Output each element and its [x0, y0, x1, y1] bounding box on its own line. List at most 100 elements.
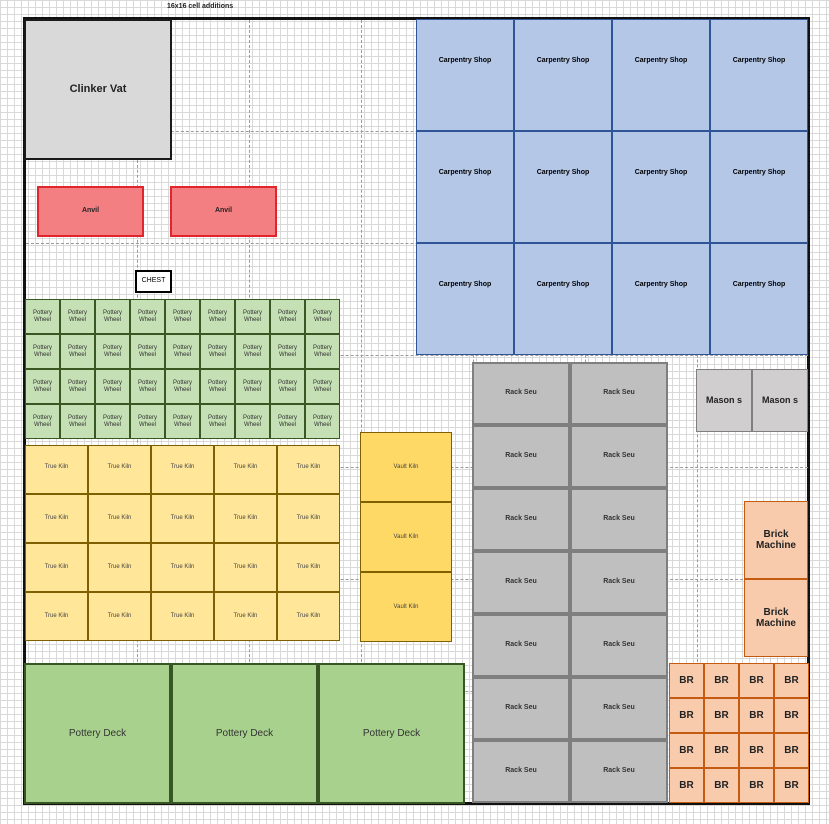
- true-kiln[interactable]: True Kiln: [25, 543, 88, 592]
- pottery-wheel[interactable]: Pottery Wheel: [305, 334, 340, 369]
- pottery-wheel[interactable]: Pottery Wheel: [95, 334, 130, 369]
- carpentry-shop[interactable]: Carpentry Shop: [612, 243, 710, 355]
- carpentry-shop[interactable]: Carpentry Shop: [710, 131, 808, 243]
- rack-seu[interactable]: Rack Seu: [472, 551, 570, 614]
- carpentry-shop[interactable]: Carpentry Shop: [416, 243, 514, 355]
- pottery-wheel[interactable]: Pottery Wheel: [60, 299, 95, 334]
- pottery-wheel[interactable]: Pottery Wheel: [270, 404, 305, 439]
- br-block[interactable]: BR: [669, 768, 704, 803]
- pottery-wheel[interactable]: Pottery Wheel: [165, 334, 200, 369]
- true-kiln[interactable]: True Kiln: [25, 592, 88, 641]
- rack-seu[interactable]: Rack Seu: [472, 362, 570, 425]
- pottery-deck[interactable]: Pottery Deck: [318, 663, 465, 804]
- pottery-wheel[interactable]: Pottery Wheel: [305, 299, 340, 334]
- br-block[interactable]: BR: [774, 733, 809, 768]
- true-kiln[interactable]: True Kiln: [277, 494, 340, 543]
- rack-seu[interactable]: Rack Seu: [472, 488, 570, 551]
- vault-kiln[interactable]: Vault Kiln: [360, 432, 452, 502]
- br-block[interactable]: BR: [774, 768, 809, 803]
- br-block[interactable]: BR: [704, 663, 739, 698]
- pottery-wheel[interactable]: Pottery Wheel: [200, 404, 235, 439]
- rack-seu[interactable]: Rack Seu: [570, 677, 668, 740]
- br-block[interactable]: BR: [704, 698, 739, 733]
- true-kiln[interactable]: True Kiln: [88, 543, 151, 592]
- true-kiln[interactable]: True Kiln: [277, 592, 340, 641]
- pottery-wheel[interactable]: Pottery Wheel: [235, 404, 270, 439]
- pottery-wheel[interactable]: Pottery Wheel: [60, 334, 95, 369]
- true-kiln[interactable]: True Kiln: [25, 445, 88, 494]
- true-kiln[interactable]: True Kiln: [151, 494, 214, 543]
- brick-machine[interactable]: Brick Machine: [744, 501, 808, 579]
- rack-seu[interactable]: Rack Seu: [570, 740, 668, 803]
- carpentry-shop[interactable]: Carpentry Shop: [514, 243, 612, 355]
- pottery-wheel[interactable]: Pottery Wheel: [25, 404, 60, 439]
- pottery-wheel[interactable]: Pottery Wheel: [95, 369, 130, 404]
- rack-seu[interactable]: Rack Seu: [570, 488, 668, 551]
- carpentry-shop[interactable]: Carpentry Shop: [416, 19, 514, 131]
- mason[interactable]: Mason s: [752, 369, 808, 432]
- pottery-wheel[interactable]: Pottery Wheel: [95, 299, 130, 334]
- true-kiln[interactable]: True Kiln: [88, 494, 151, 543]
- br-block[interactable]: BR: [774, 663, 809, 698]
- pottery-wheel[interactable]: Pottery Wheel: [165, 404, 200, 439]
- pottery-wheel[interactable]: Pottery Wheel: [130, 334, 165, 369]
- carpentry-shop[interactable]: Carpentry Shop: [514, 19, 612, 131]
- rack-seu[interactable]: Rack Seu: [472, 740, 570, 803]
- true-kiln[interactable]: True Kiln: [151, 445, 214, 494]
- pottery-wheel[interactable]: Pottery Wheel: [270, 299, 305, 334]
- clinker-vat[interactable]: Clinker Vat: [24, 19, 172, 160]
- pottery-wheel[interactable]: Pottery Wheel: [270, 369, 305, 404]
- carpentry-shop[interactable]: Carpentry Shop: [416, 131, 514, 243]
- true-kiln[interactable]: True Kiln: [151, 543, 214, 592]
- mason[interactable]: Mason s: [696, 369, 752, 432]
- true-kiln[interactable]: True Kiln: [151, 592, 214, 641]
- pottery-wheel[interactable]: Pottery Wheel: [270, 334, 305, 369]
- pottery-wheel[interactable]: Pottery Wheel: [60, 369, 95, 404]
- rack-seu[interactable]: Rack Seu: [570, 362, 668, 425]
- rack-seu[interactable]: Rack Seu: [472, 425, 570, 488]
- pottery-wheel[interactable]: Pottery Wheel: [60, 404, 95, 439]
- br-block[interactable]: BR: [704, 733, 739, 768]
- pottery-wheel[interactable]: Pottery Wheel: [25, 334, 60, 369]
- br-block[interactable]: BR: [739, 733, 774, 768]
- br-block[interactable]: BR: [704, 768, 739, 803]
- pottery-wheel[interactable]: Pottery Wheel: [95, 404, 130, 439]
- pottery-wheel[interactable]: Pottery Wheel: [130, 404, 165, 439]
- carpentry-shop[interactable]: Carpentry Shop: [612, 131, 710, 243]
- rack-seu[interactable]: Rack Seu: [472, 677, 570, 740]
- pottery-wheel[interactable]: Pottery Wheel: [25, 369, 60, 404]
- carpentry-shop[interactable]: Carpentry Shop: [514, 131, 612, 243]
- true-kiln[interactable]: True Kiln: [214, 592, 277, 641]
- true-kiln[interactable]: True Kiln: [88, 445, 151, 494]
- br-block[interactable]: BR: [739, 768, 774, 803]
- carpentry-shop[interactable]: Carpentry Shop: [710, 19, 808, 131]
- pottery-wheel[interactable]: Pottery Wheel: [200, 369, 235, 404]
- pottery-deck[interactable]: Pottery Deck: [24, 663, 171, 804]
- rack-seu[interactable]: Rack Seu: [472, 614, 570, 677]
- pottery-wheel[interactable]: Pottery Wheel: [25, 299, 60, 334]
- br-block[interactable]: BR: [669, 663, 704, 698]
- pottery-wheel[interactable]: Pottery Wheel: [235, 334, 270, 369]
- true-kiln[interactable]: True Kiln: [277, 445, 340, 494]
- br-block[interactable]: BR: [669, 733, 704, 768]
- true-kiln[interactable]: True Kiln: [277, 543, 340, 592]
- true-kiln[interactable]: True Kiln: [214, 543, 277, 592]
- rack-seu[interactable]: Rack Seu: [570, 614, 668, 677]
- carpentry-shop[interactable]: Carpentry Shop: [710, 243, 808, 355]
- true-kiln[interactable]: True Kiln: [25, 494, 88, 543]
- pottery-deck[interactable]: Pottery Deck: [171, 663, 318, 804]
- pottery-wheel[interactable]: Pottery Wheel: [200, 334, 235, 369]
- true-kiln[interactable]: True Kiln: [214, 494, 277, 543]
- pottery-wheel[interactable]: Pottery Wheel: [235, 299, 270, 334]
- true-kiln[interactable]: True Kiln: [214, 445, 277, 494]
- pottery-wheel[interactable]: Pottery Wheel: [165, 299, 200, 334]
- pottery-wheel[interactable]: Pottery Wheel: [130, 299, 165, 334]
- br-block[interactable]: BR: [739, 698, 774, 733]
- anvil[interactable]: Anvil: [170, 186, 277, 237]
- br-block[interactable]: BR: [739, 663, 774, 698]
- anvil[interactable]: Anvil: [37, 186, 144, 237]
- rack-seu[interactable]: Rack Seu: [570, 425, 668, 488]
- vault-kiln[interactable]: Vault Kiln: [360, 502, 452, 572]
- vault-kiln[interactable]: Vault Kiln: [360, 572, 452, 642]
- pottery-wheel[interactable]: Pottery Wheel: [305, 404, 340, 439]
